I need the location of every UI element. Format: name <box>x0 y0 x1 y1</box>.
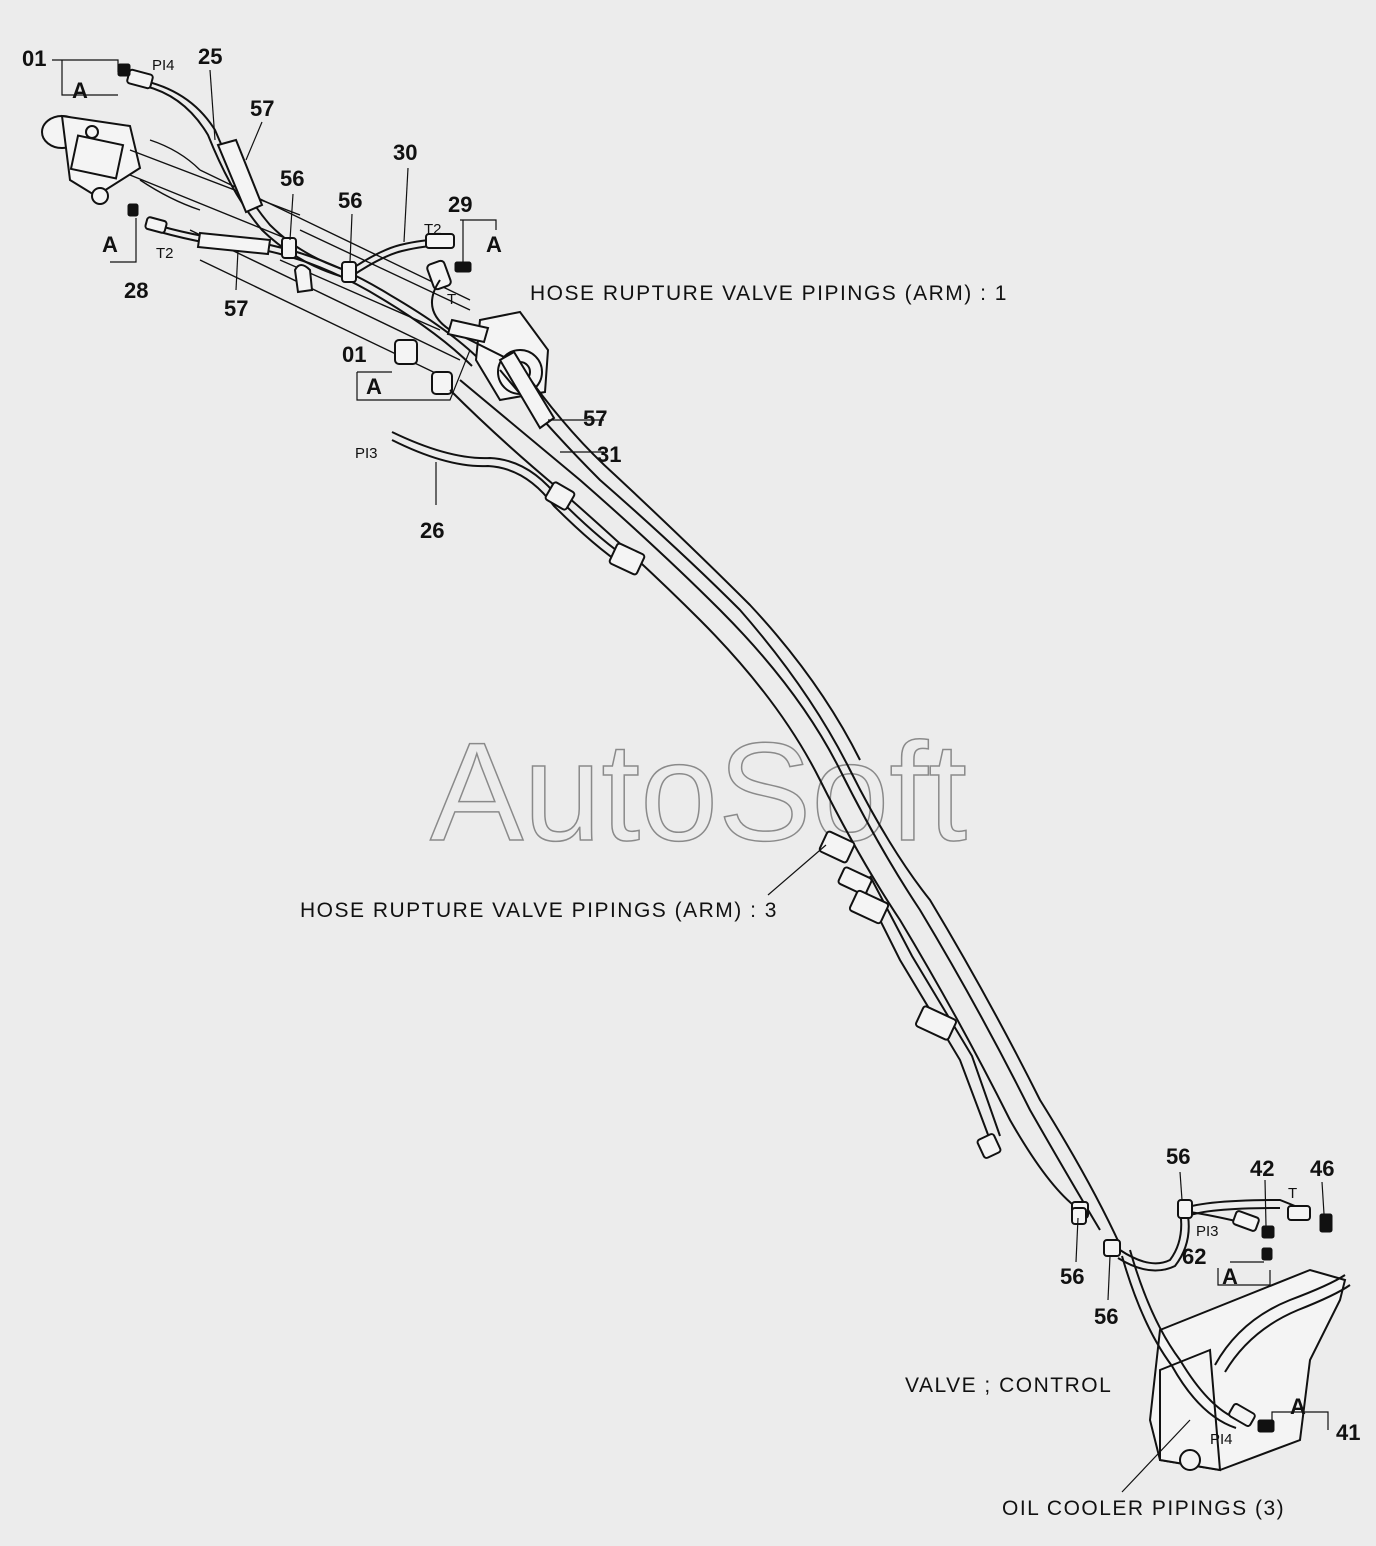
callout-26: 26 <box>420 518 444 543</box>
callout-56: 56 <box>280 166 304 191</box>
detail-mark-a: A <box>486 232 502 257</box>
hoses-main-run <box>391 350 1121 1257</box>
control-valve <box>1071 1198 1351 1472</box>
callout-42: 42 <box>1250 1156 1274 1181</box>
watermark: AutoSoft <box>430 713 967 870</box>
detail-mark-a: A <box>1222 1264 1238 1289</box>
caption-oil-cooler: OIL COOLER PIPINGS (3) <box>1002 1497 1285 1520</box>
port-label-pi3: PI3 <box>355 445 378 462</box>
port-label-t: T <box>1288 1185 1297 1202</box>
callout-28: 28 <box>124 278 148 303</box>
callout-31: 31 <box>597 442 621 467</box>
caption-arm-3: HOSE RUPTURE VALVE PIPINGS (ARM) : 3 <box>300 899 778 922</box>
hoses-top <box>117 63 481 367</box>
callout-41: 41 <box>1336 1420 1360 1445</box>
callout-25: 25 <box>198 44 222 69</box>
detail-mark-a: A <box>102 232 118 257</box>
callout-56: 56 <box>338 188 362 213</box>
port-label-t2: T2 <box>156 245 174 262</box>
callout-56: 56 <box>1060 1264 1084 1289</box>
port-label-pi4: PI4 <box>1210 1431 1233 1448</box>
captions: HOSE RUPTURE VALVE PIPINGS (ARM) : 1 HOS… <box>300 282 1285 1520</box>
port-label-pi3: PI3 <box>1196 1223 1219 1240</box>
callout-56: 56 <box>1094 1304 1118 1329</box>
detail-mark-a: A <box>72 78 88 103</box>
callout-46: 46 <box>1310 1156 1334 1181</box>
callout-62: 62 <box>1182 1244 1206 1269</box>
callout-01: 01 <box>342 342 366 367</box>
detail-marks: A A A A A A <box>72 78 1306 1419</box>
port-label-t: T <box>447 291 456 308</box>
callout-56: 56 <box>1166 1144 1190 1169</box>
arm-structure <box>189 169 471 381</box>
port-labels: PI4 T2 T2 T PI3 T PI3 PI4 <box>152 57 1297 1448</box>
detail-mark-a: A <box>366 374 382 399</box>
port-label-pi4: PI4 <box>152 57 175 74</box>
callout-30: 30 <box>393 140 417 165</box>
callouts: 01 25 57 30 56 56 29 28 57 01 57 31 26 5… <box>22 44 1360 1445</box>
callout-57: 57 <box>224 296 248 321</box>
detail-mark-a: A <box>1290 1394 1306 1419</box>
callout-29: 29 <box>448 192 472 217</box>
hose-rupture-valve-top-left <box>41 114 301 241</box>
callout-57: 57 <box>583 406 607 431</box>
leader-lines <box>52 59 1329 1493</box>
caption-arm-1: HOSE RUPTURE VALVE PIPINGS (ARM) : 1 <box>530 282 1008 305</box>
caption-valve-control: VALVE ; CONTROL <box>905 1374 1112 1397</box>
callout-57: 57 <box>250 96 274 121</box>
callout-01: 01 <box>22 46 46 71</box>
port-label-t2: T2 <box>424 221 442 238</box>
